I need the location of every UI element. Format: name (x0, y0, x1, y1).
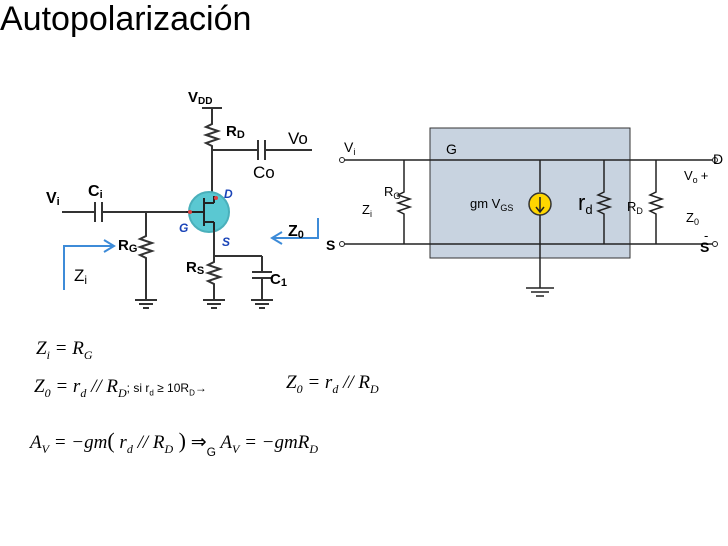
equation-z0-full: Z0 = rd // RD; si rd ≥ 10RD→ (34, 376, 207, 400)
r-vi-label: Vi (344, 139, 355, 157)
r-s-left-label: S (326, 237, 335, 253)
gate-label: G (179, 221, 188, 235)
c1-label: C1 (270, 271, 287, 289)
drain-label: D (224, 187, 233, 201)
r-d-label: D (713, 151, 723, 167)
r-rd-label: rd (578, 190, 593, 217)
r-z0-label: Z0 (686, 210, 699, 227)
r-s-right-label: S (700, 239, 709, 255)
gm-vgs-label: gm VGS (470, 196, 513, 213)
r-g-label: G (446, 141, 457, 157)
vdd-label: VDD (188, 89, 212, 107)
r-minus-label: - (704, 228, 708, 243)
r-vo-label: Vo+ (684, 168, 708, 185)
left-circuit (62, 107, 319, 309)
right-circuit (342, 127, 715, 297)
rs-label: RS (186, 259, 204, 277)
equation-z0-approx: Z0 = rd // RD (286, 372, 379, 396)
rg-resistor (136, 232, 156, 300)
vo-label: Vo (288, 129, 308, 148)
equation-zi: Zi = RG (36, 338, 93, 362)
r-rg-label: RG (384, 184, 400, 201)
co-label: Co (253, 163, 275, 182)
rd-resistor (202, 118, 222, 155)
vi-label: Vi (46, 190, 60, 208)
rg-label: RG (118, 237, 137, 255)
r-rdd-label: RD (627, 199, 643, 216)
source-label: S (222, 235, 230, 249)
model-box (429, 127, 631, 259)
slide-title: Autopolarización (0, 0, 252, 38)
equation-av: AV = −gm( rd // RD ) ⇒G AV = −gmRD (30, 428, 319, 459)
rd-label: RD (226, 123, 245, 141)
r-zi-label: Zi (362, 202, 372, 219)
rs-resistor (204, 256, 224, 300)
z0-label: Z0 (288, 223, 304, 241)
zi-label: Zi (74, 266, 87, 287)
ci-label: Ci (88, 183, 103, 201)
